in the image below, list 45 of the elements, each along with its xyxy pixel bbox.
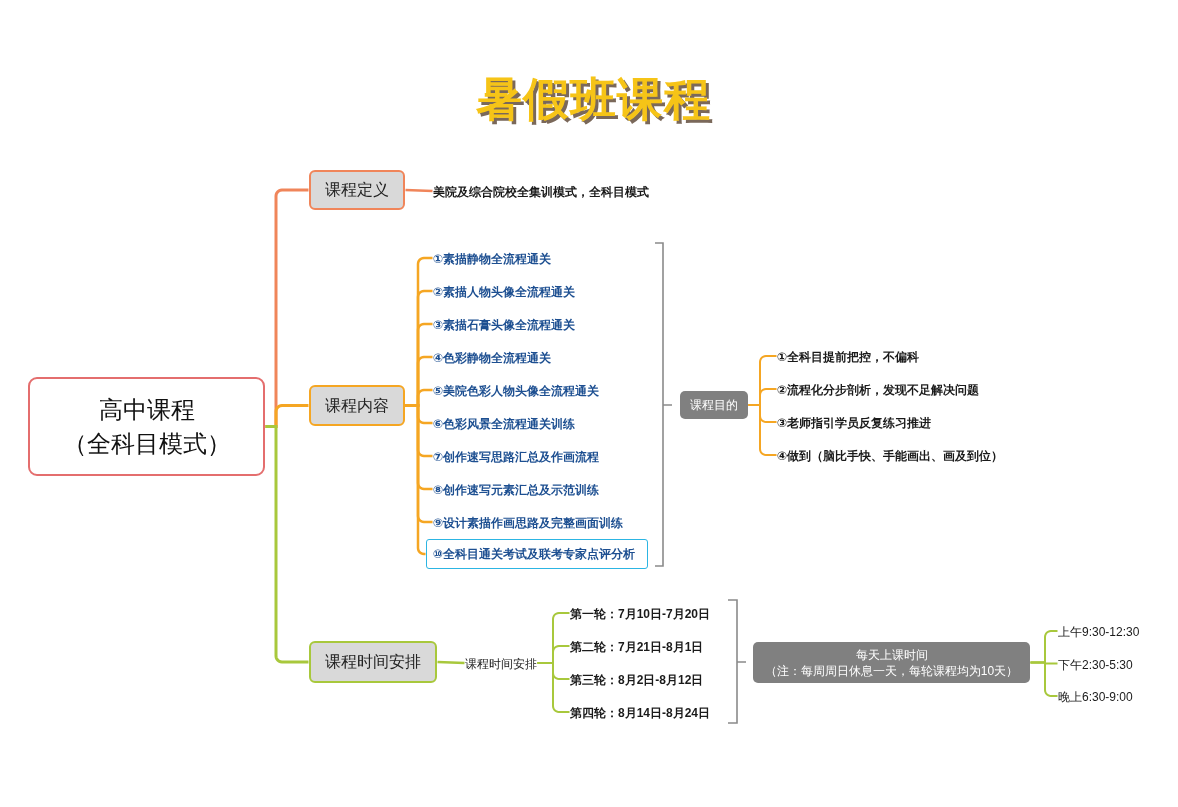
course-item-text: ②素描人物头像全流程通关 bbox=[433, 285, 576, 299]
course-item-text: ⑧创作速写元素汇总及示范训练 bbox=[433, 483, 600, 497]
round-date-text: 第二轮：7月21日-8月1日 bbox=[570, 640, 704, 654]
round-date-text: 第一轮：7月10日-7月20日 bbox=[570, 607, 711, 621]
topic-label: 课程定义 bbox=[325, 180, 389, 200]
summary-heading: 每天上课时间 bbox=[855, 646, 928, 663]
topic-label: 课程时间安排 bbox=[325, 652, 421, 672]
course-item-text: ⑦创作速写思路汇总及作画流程 bbox=[433, 450, 600, 464]
course-item-text: ⑤美院色彩人物头像全流程通关 bbox=[433, 384, 600, 398]
topic-label: 课程内容 bbox=[325, 395, 389, 416]
branch-line bbox=[437, 660, 465, 665]
branch-line bbox=[265, 425, 309, 664]
course-item-text: ⑥色彩风景全流程通关训练 bbox=[433, 417, 576, 431]
course-item-text: ⑩全科目通关考试及联考专家点评分析 bbox=[433, 546, 636, 562]
central-topic-box bbox=[28, 377, 265, 476]
time-slot-text: 下午2:30-5:30 bbox=[1058, 657, 1133, 672]
summary-note: （注：每周周日休息一天，每轮课程均为10天） bbox=[764, 662, 1019, 679]
branch-line bbox=[1029, 661, 1059, 697]
course-item-text: ③素描石膏头像全流程通关 bbox=[433, 318, 576, 332]
topic-label: 高中课程（全科目模式） bbox=[61, 394, 232, 459]
goal-item-text: ③老师指引学员反复练习推进 bbox=[777, 416, 932, 430]
branch-line bbox=[536, 662, 571, 713]
title-text: 暑假班课程 bbox=[475, 72, 711, 126]
branch-topic-box bbox=[309, 385, 405, 426]
highlight-frame bbox=[426, 539, 648, 569]
summary-label: 课程目的 bbox=[690, 397, 738, 413]
definition-text: 美院及综合院校全集训模式，全科目模式 bbox=[433, 185, 649, 199]
branch-line bbox=[405, 188, 433, 193]
goal-item-text: ②流程化分步剖析，发现不足解决问题 bbox=[777, 383, 980, 397]
branch-line bbox=[405, 404, 426, 556]
summary-box bbox=[680, 391, 748, 419]
branch-line bbox=[747, 404, 778, 456]
time-slot-text: 晚上6:30-9:00 bbox=[1058, 690, 1133, 704]
course-item-text: ④色彩静物全流程通关 bbox=[433, 351, 552, 365]
goal-item-text: ①全科目提前把控，不偏科 bbox=[777, 350, 920, 364]
branch-topic-box bbox=[309, 641, 437, 683]
goal-item-text: ④做到（脑比手快、手能画出、画及到位） bbox=[777, 449, 1004, 463]
round-date-text: 第三轮：8月2日-8月12日 bbox=[570, 673, 704, 687]
course-item-text: ⑨设计素描作画思路及完整画面训练 bbox=[433, 516, 624, 530]
branch-topic-box bbox=[309, 170, 405, 210]
summary-box bbox=[753, 642, 1030, 683]
round-date-text: 第四轮：8月14日-8月24日 bbox=[570, 706, 711, 720]
subtopic-text: 课程时间安排 bbox=[465, 657, 537, 671]
course-item-text: ①素描静物全流程通关 bbox=[433, 252, 552, 266]
time-slot-text: 上午9:30-12:30 bbox=[1058, 625, 1140, 639]
